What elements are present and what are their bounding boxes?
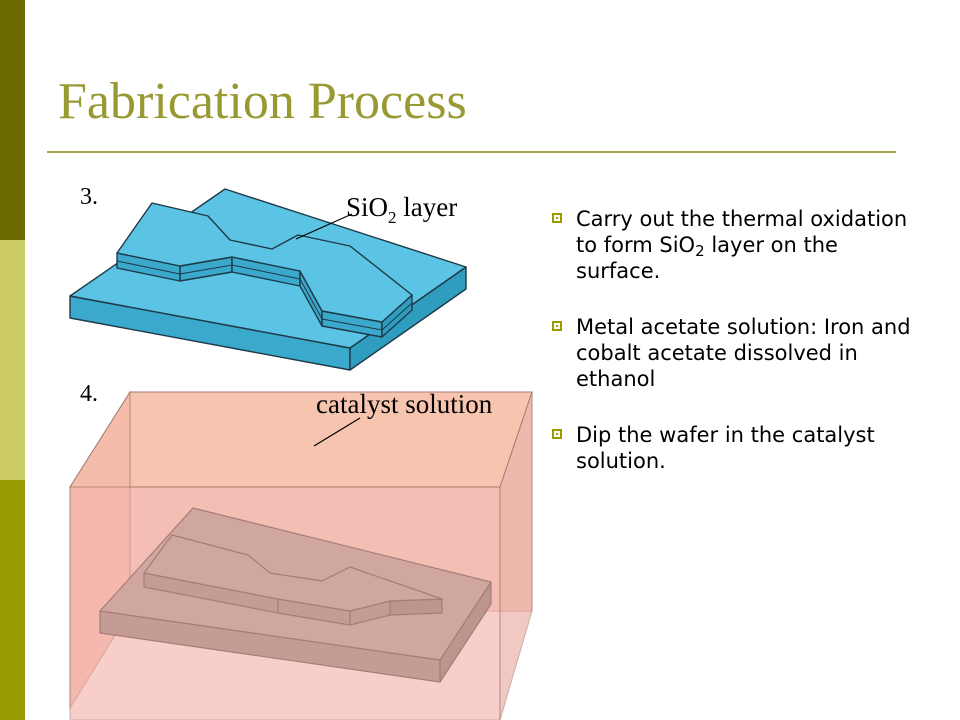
bullet-text: Dip the wafer in the catalyst solution. — [576, 423, 875, 473]
square-bullet-icon — [552, 429, 562, 439]
sidebar-accent — [0, 0, 25, 720]
step3-wafer — [69, 188, 467, 371]
bullet-item: Metal acetate solution: Iron and cobalt … — [548, 314, 928, 392]
square-bullet-icon — [552, 213, 562, 223]
step4-callout: catalyst solution — [316, 389, 493, 419]
step4-callout-leader — [313, 417, 361, 447]
bullet-list: Carry out the thermal oxidation to form … — [548, 206, 928, 504]
title-divider — [47, 151, 896, 153]
bullet-item: Carry out the thermal oxidation to form … — [548, 206, 928, 284]
bullet-text: Carry out the thermal oxidation to form … — [576, 207, 908, 283]
step3-callout-leader — [295, 213, 353, 240]
step3-label: 3. — [80, 184, 98, 210]
bullet-item: Dip the wafer in the catalyst solution. — [548, 422, 928, 474]
step4-label: 4. — [80, 381, 98, 407]
sidebar-segment-dark — [0, 0, 25, 240]
fabrication-figure: 3. SiO2 layer — [60, 163, 536, 720]
sidebar-segment-olive — [0, 480, 25, 720]
step4-container — [69, 390, 533, 720]
step3-callout: SiO2 layer — [346, 192, 457, 227]
bullet-text: Metal acetate solution: Iron and cobalt … — [576, 315, 911, 391]
sidebar-segment-light — [0, 240, 25, 480]
slide-title: Fabrication Process — [58, 73, 467, 130]
square-bullet-icon — [552, 321, 562, 331]
